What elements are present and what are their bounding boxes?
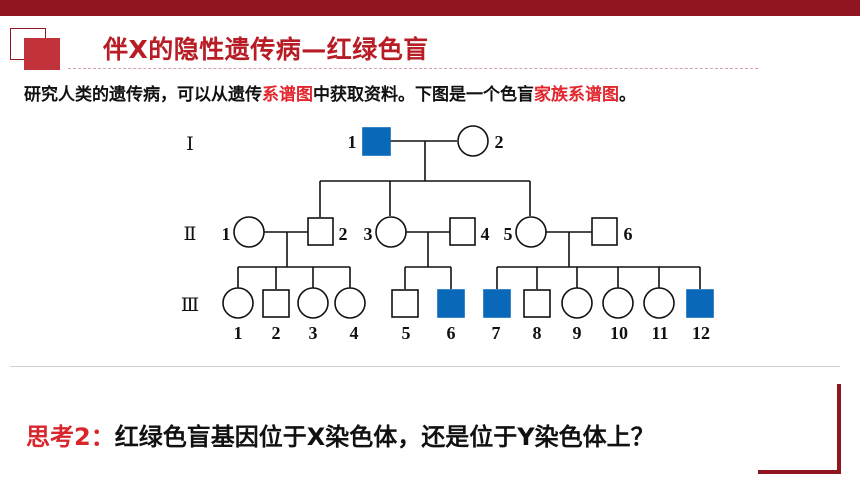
pedigree-label-III12: 12 <box>692 323 710 343</box>
pedigree-label-II3: 3 <box>364 224 373 244</box>
intro-highlight-1: 系谱图 <box>262 85 313 105</box>
pedigree-label-II2: 2 <box>339 224 348 244</box>
pedigree-male-affected-III12 <box>686 289 714 318</box>
pedigree-label-III5: 5 <box>402 323 411 343</box>
top-accent-bar <box>0 0 860 16</box>
pedigree-label-II4: 4 <box>481 224 490 244</box>
pedigree-label-I1: 1 <box>348 132 357 152</box>
corner-accent-vertical <box>837 384 841 474</box>
generation-label-2: Ⅱ <box>184 224 197 245</box>
pedigree-lines <box>237 140 701 289</box>
pedigree-female-III4 <box>334 287 366 319</box>
pedigree-female-II3 <box>375 216 407 248</box>
pedigree-male-III5 <box>391 289 419 318</box>
pedigree-label-II6: 6 <box>624 224 633 244</box>
pedigree-label-III3: 3 <box>309 323 318 343</box>
pedigree-female-III3 <box>297 287 329 319</box>
pedigree-female-I2 <box>457 125 489 157</box>
pedigree-female-III11 <box>643 287 675 319</box>
pedigree-label-III8: 8 <box>533 323 542 343</box>
intro-highlight-2: 家族系谱图 <box>534 85 619 105</box>
question-text: 思考2：红绿色盲基因位于X染色体，还是位于Y染色体上？ <box>26 417 655 452</box>
slide-title: 伴X的隐性遗传病—红绿色盲 <box>103 35 429 64</box>
pedigree-label-III6: 6 <box>447 323 456 343</box>
pedigree-female-III9 <box>561 287 593 319</box>
pedigree-label-III4: 4 <box>350 323 359 343</box>
pedigree-label-III9: 9 <box>573 323 582 343</box>
pedigree-label-III1: 1 <box>234 323 243 343</box>
corner-accent-horizontal <box>758 470 841 474</box>
pedigree-male-II6 <box>591 217 618 246</box>
pedigree-label-I2: 2 <box>495 132 504 152</box>
pedigree-male-II4 <box>449 217 476 246</box>
generation-label-1: Ⅰ <box>186 134 194 155</box>
intro-text: 研究人类的遗传病，可以从遗传系谱图中获取资料。下图是一个色盲家族系谱图。 <box>24 85 636 105</box>
pedigree-female-III1 <box>222 287 254 319</box>
pedigree-label-III10: 10 <box>610 323 628 343</box>
generation-label-3: Ⅲ <box>181 295 199 316</box>
pedigree-female-II1 <box>233 216 265 248</box>
pedigree-male-III2 <box>262 289 290 318</box>
pedigree-label-III2: 2 <box>272 323 281 343</box>
pedigree-male-affected-III7 <box>483 289 511 318</box>
question-lead: 思考2： <box>26 423 115 451</box>
pedigree-male-affected-III6 <box>437 289 465 318</box>
pedigree-male-III8 <box>523 289 551 318</box>
pedigree-label-II1: 1 <box>222 224 231 244</box>
section-divider <box>10 366 840 367</box>
pedigree-male-II2 <box>307 217 334 246</box>
question-body: 红绿色盲基因位于X染色体，还是位于Y染色体上？ <box>114 423 655 451</box>
pedigree-female-III10 <box>602 287 634 319</box>
pedigree-label-III7: 7 <box>492 323 501 343</box>
title-divider <box>68 68 758 69</box>
pedigree-female-II5 <box>515 216 547 248</box>
pedigree-label-III11: 11 <box>651 323 668 343</box>
pedigree-male-affected-I1 <box>362 127 391 156</box>
title-square-icon <box>10 26 60 70</box>
pedigree-label-II5: 5 <box>504 224 513 244</box>
